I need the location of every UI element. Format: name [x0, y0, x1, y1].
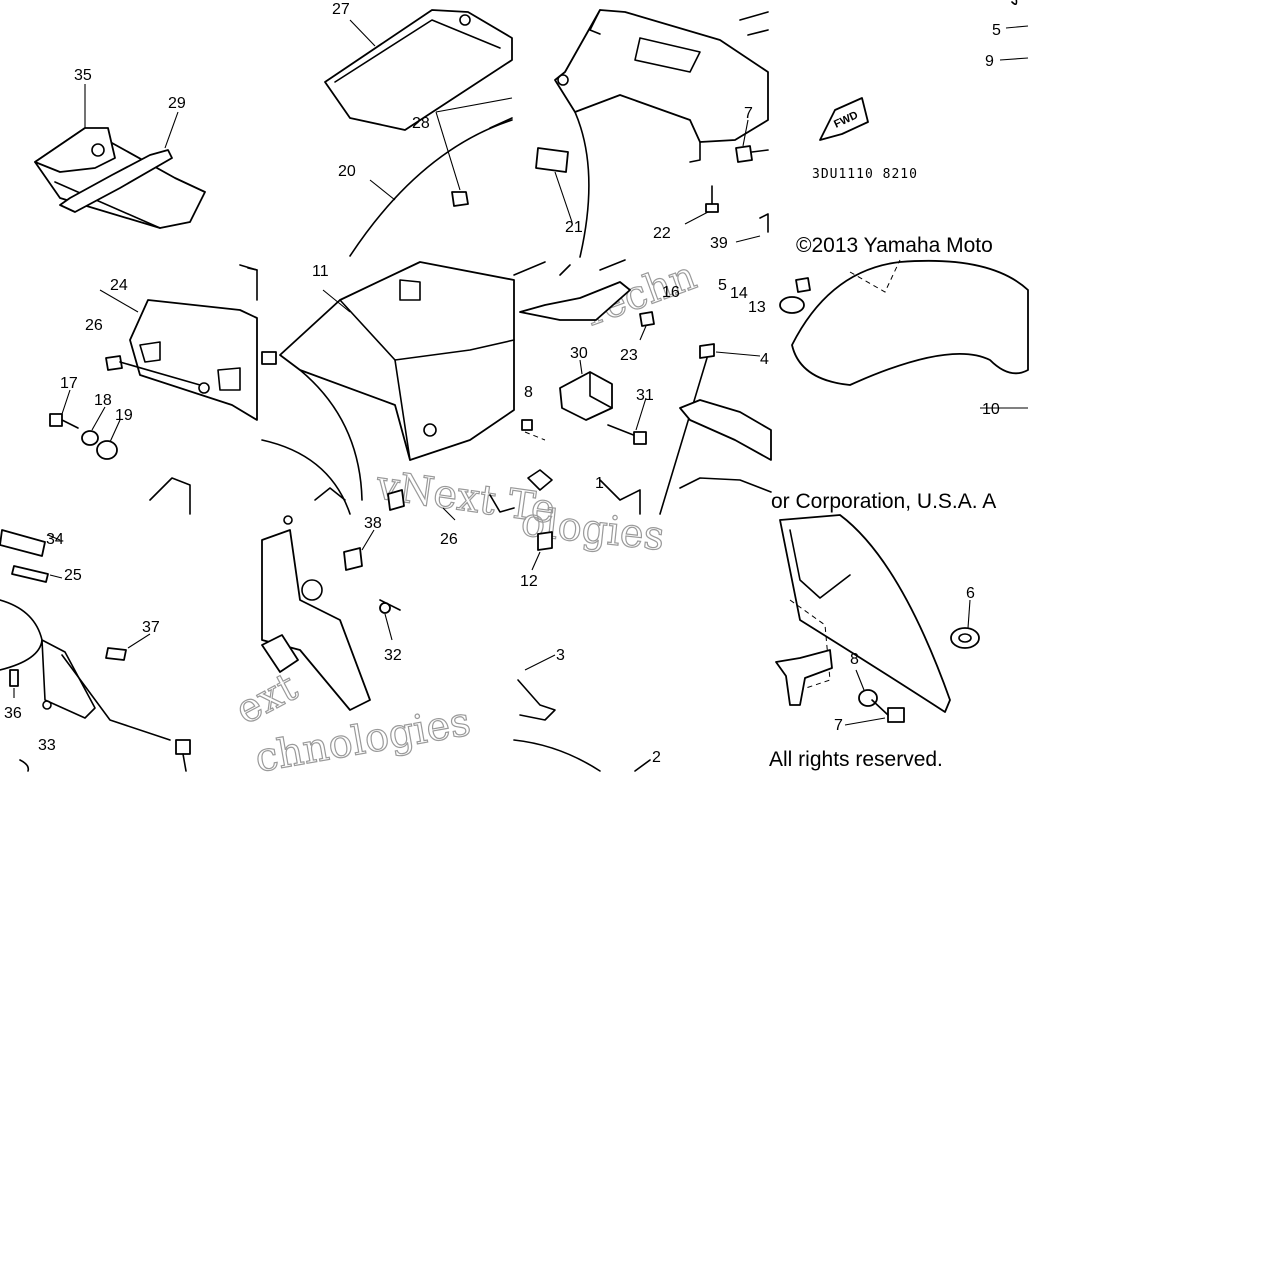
callout-number: 37	[142, 619, 160, 636]
callout-number: 27	[332, 1, 350, 18]
callout-number: 39	[710, 235, 728, 252]
fwd-arrow: FWD	[819, 97, 869, 141]
collar-part-38	[343, 547, 363, 571]
callout-number: 11	[312, 263, 329, 280]
callout-number: 23	[620, 347, 638, 364]
drawing-code: 3DU1110 8210	[812, 167, 918, 182]
bolt-part-4	[659, 343, 715, 515]
callout-number: 20	[338, 163, 356, 180]
callout-number: 26	[85, 317, 103, 334]
reflector-part-34	[0, 529, 46, 557]
callout-number: 2	[652, 749, 661, 766]
corporation-line: or Corporation, U.S.A. A	[771, 490, 996, 513]
callout-number: 8	[850, 651, 859, 668]
callout-number: 29	[168, 95, 186, 112]
callout-number: 32	[384, 647, 402, 664]
clip-part-36	[9, 669, 19, 687]
bolt-part-7b	[871, 699, 905, 723]
battery-cover-part-27	[324, 9, 513, 131]
callout-number: 24	[110, 277, 128, 294]
fender-bracket-part	[775, 649, 833, 706]
callout-number: 22	[653, 225, 671, 242]
callout-number: 38	[364, 515, 382, 532]
callout-number: 10	[982, 401, 1000, 418]
callout-number: 5	[718, 277, 727, 294]
callout-number: 34	[46, 531, 64, 548]
tail-light-cover-part-24	[129, 299, 258, 421]
grommet-part-13	[779, 296, 805, 314]
damper-part	[261, 351, 277, 365]
watermark-text: ext	[228, 664, 305, 734]
bolt-part-33	[175, 739, 191, 772]
reflector-part-21	[535, 147, 569, 173]
callout-number: 19	[115, 407, 133, 424]
watermark-text: ologies	[519, 499, 667, 560]
bracket-part-16	[519, 281, 631, 321]
callout-number: 9	[985, 53, 994, 70]
bolt-part-22	[705, 185, 719, 213]
copyright-line: ©2013 Yamaha Moto	[796, 234, 993, 257]
screw-part-31	[607, 424, 647, 445]
callout-number: 36	[4, 705, 22, 722]
callout-number: 5	[992, 22, 1001, 39]
front-fender-lower-part	[779, 514, 951, 713]
callout-number: 8	[524, 384, 533, 401]
plate-part	[261, 634, 299, 673]
callout-number: 35	[74, 67, 92, 84]
callout-number: 6	[966, 585, 975, 602]
callout-number: 3	[556, 647, 565, 664]
inner-fender-part	[554, 9, 769, 258]
washer-part-18	[81, 430, 99, 446]
callout-number: 31	[636, 387, 654, 404]
pad-part-37	[105, 647, 127, 661]
callout-number: 12	[520, 573, 538, 590]
callout-number: 7	[744, 105, 753, 122]
callout-number: 25	[64, 567, 82, 584]
callout-number: 13	[748, 299, 766, 316]
rights-line: All rights reserved.	[769, 748, 943, 771]
callout-number: 18	[94, 392, 112, 409]
callout-layer: 35 29 27 28 20 21 22 7 39 5 9 24 11 26 1…	[4, 1, 1001, 766]
bolt-part-8	[521, 419, 533, 431]
callout-number: 30	[570, 345, 588, 362]
nut-part-23	[639, 311, 655, 327]
collar-part-19	[96, 440, 118, 460]
callout-number: 16	[662, 284, 680, 301]
grommet-part-28	[451, 191, 469, 207]
washer-part-8	[858, 689, 878, 707]
callout-number: 21	[565, 219, 583, 236]
collar-part-6	[950, 627, 980, 649]
relay-part-30	[559, 371, 613, 421]
tool-strap-part-29	[59, 149, 173, 213]
callout-number: 26	[440, 531, 458, 548]
callout-number: 28	[412, 115, 430, 132]
callout-number: 14	[730, 285, 748, 302]
bracket-part	[387, 489, 405, 511]
bolt-part-17	[49, 413, 79, 429]
collar-part-12	[537, 531, 553, 551]
front-fender-part-10	[791, 259, 1029, 386]
callout-number: 17	[60, 375, 78, 392]
bolt-part-7	[735, 145, 769, 163]
nut-part-14	[795, 277, 811, 293]
callout-number: 1	[595, 475, 604, 492]
callout-number: 7	[834, 717, 843, 734]
callout-number: 4	[760, 351, 769, 368]
rear-frame-part-11	[279, 261, 515, 501]
bolt-part-26	[105, 355, 201, 386]
plate-part-25	[11, 565, 49, 583]
callout-number: 33	[38, 737, 56, 754]
